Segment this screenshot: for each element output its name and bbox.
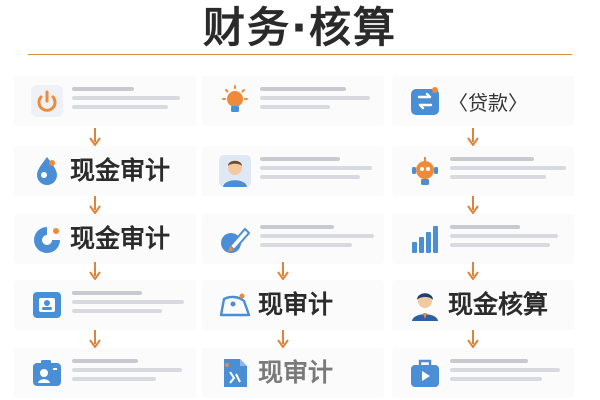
robot-icon	[408, 154, 442, 188]
pen-edit-icon	[218, 222, 252, 256]
flow-card: 现金审计	[14, 146, 196, 196]
card-label: 现审计	[258, 358, 334, 387]
power-icon	[30, 84, 64, 118]
page-title: 财务·核算	[203, 3, 397, 52]
card-label: 现金审计	[70, 224, 171, 253]
card-label: 〈贷款〉	[448, 91, 528, 115]
flow-card	[202, 76, 384, 126]
flow-card: 现审计	[202, 280, 384, 330]
flow-card	[202, 146, 384, 196]
flow-column-1: 现金审计 现金审计	[14, 70, 204, 400]
person-icon	[218, 154, 252, 188]
pie-chart-icon	[30, 222, 64, 256]
arrow-down-icon	[467, 196, 479, 215]
flow-card	[392, 146, 574, 196]
bar-chart-icon	[408, 222, 442, 256]
arrow-down-icon	[89, 128, 101, 147]
water-drop-icon	[30, 154, 64, 188]
flow-card	[14, 348, 196, 398]
arrow-down-icon	[89, 196, 101, 215]
id-card-icon	[30, 288, 64, 322]
arrow-down-icon	[277, 262, 289, 281]
card-label: 现金审计	[70, 156, 171, 185]
suitcase-icon	[408, 356, 442, 390]
arrow-down-icon	[89, 262, 101, 281]
arrow-down-icon	[467, 330, 479, 349]
flow-card	[14, 280, 196, 330]
arrow-down-icon	[467, 128, 479, 147]
camera-icon	[30, 356, 64, 390]
arrow-down-icon	[277, 330, 289, 349]
arrow-down-icon	[467, 262, 479, 281]
flow-card	[392, 214, 574, 264]
title-divider	[28, 54, 572, 55]
flow-column-3: 〈贷款〉 现金核算	[392, 70, 582, 400]
flow-card	[392, 348, 574, 398]
flow-card: 现金核算	[392, 280, 574, 330]
flow-card	[202, 214, 384, 264]
businessman-icon	[408, 288, 442, 322]
arrow-down-icon	[89, 330, 101, 349]
document-icon	[218, 356, 252, 390]
flow-column-2: 现审计 现审计	[202, 70, 392, 400]
flow-card: 现金审计	[14, 214, 196, 264]
refresh-box-icon	[408, 84, 442, 118]
flow-card: 现审计	[202, 348, 384, 398]
flow-card	[14, 76, 196, 126]
ship-icon	[218, 288, 252, 322]
card-label: 现金核算	[448, 290, 549, 319]
lightbulb-icon	[218, 84, 252, 118]
flow-card: 〈贷款〉	[392, 76, 574, 126]
card-label: 现审计	[258, 290, 334, 319]
